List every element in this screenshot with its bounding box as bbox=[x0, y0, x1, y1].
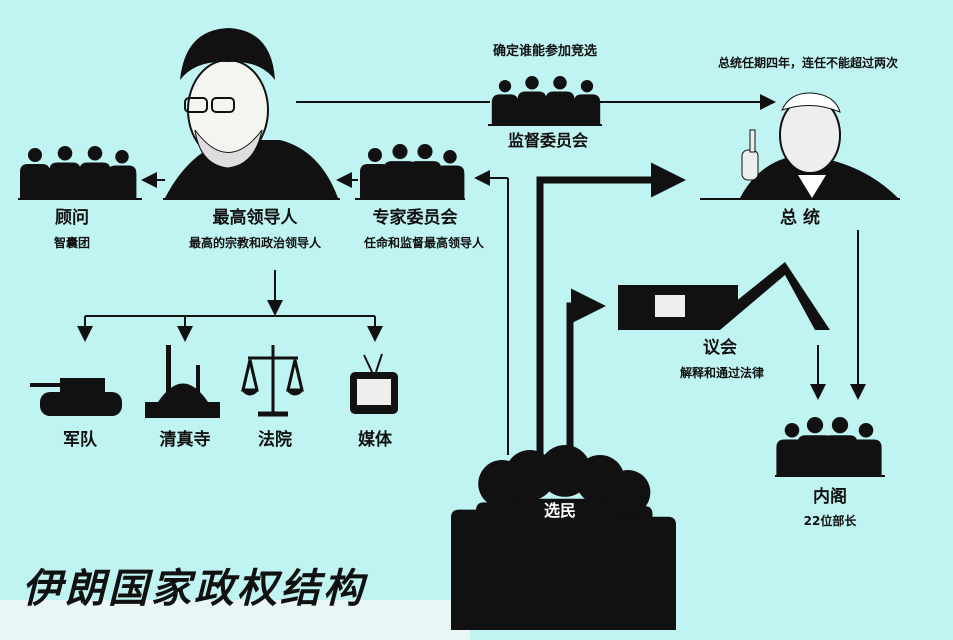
guardian-silhouette bbox=[517, 76, 547, 124]
supreme-leader-figure bbox=[165, 28, 338, 198]
expert-silhouette bbox=[435, 150, 465, 198]
minister-silhouette bbox=[850, 423, 882, 475]
experts-sub: 任命和监督最高领导人 bbox=[363, 236, 485, 250]
president-label: 总 统 bbox=[780, 208, 820, 228]
connector-arrows bbox=[77, 94, 866, 455]
voters-crowd bbox=[451, 445, 676, 630]
advisor-silhouette bbox=[79, 146, 111, 198]
expert-silhouette bbox=[383, 144, 417, 198]
cabinet-sub: 22位部长 bbox=[803, 514, 857, 528]
advisor-silhouette bbox=[107, 150, 137, 198]
guardian-silhouette bbox=[491, 80, 519, 124]
supreme-leader-label: 最高领导人 bbox=[212, 208, 298, 228]
scales-icon bbox=[241, 345, 304, 417]
minister-silhouette bbox=[822, 417, 858, 475]
guardian-silhouette bbox=[545, 76, 575, 124]
president-figure bbox=[740, 92, 898, 198]
mosque-icon bbox=[145, 345, 220, 418]
president-note: 总统任期四年，连任不能超过两次 bbox=[717, 56, 899, 70]
voter-silhouette bbox=[580, 470, 676, 630]
page-title: 伊朗国家政权结构 bbox=[22, 566, 366, 612]
expert-silhouette bbox=[408, 144, 442, 198]
voter-arrows bbox=[536, 162, 686, 455]
cabinet-label: 内阁 bbox=[813, 487, 847, 507]
guardian-silhouette bbox=[573, 80, 601, 124]
tank-icon bbox=[30, 378, 122, 416]
army-label: 军队 bbox=[63, 430, 97, 450]
parliament-sub: 解释和通过法律 bbox=[679, 366, 765, 380]
guardian-council-label: 监督委员会 bbox=[507, 131, 589, 150]
media-label: 媒体 bbox=[358, 430, 392, 450]
voters-label: 选民 bbox=[543, 501, 577, 520]
advisors-label: 顾问 bbox=[55, 208, 89, 228]
expert-silhouette bbox=[360, 148, 390, 198]
experts-label: 专家委员会 bbox=[372, 208, 458, 228]
advisors-sub: 智囊团 bbox=[53, 236, 91, 250]
baselines bbox=[18, 124, 900, 477]
parliament-label: 议会 bbox=[703, 338, 737, 358]
advisor-silhouette bbox=[49, 146, 81, 198]
advisor-silhouette bbox=[20, 148, 50, 198]
parliament-building-icon bbox=[618, 262, 830, 330]
tv-icon bbox=[350, 353, 398, 414]
mosque-label: 清真寺 bbox=[159, 430, 211, 450]
silhouette-groups bbox=[20, 76, 882, 475]
court-label: 法院 bbox=[258, 430, 292, 450]
guardian-note: 确定谁能参加竞选 bbox=[492, 44, 598, 59]
supreme-leader-sub: 最高的宗教和政治领导人 bbox=[188, 236, 322, 250]
